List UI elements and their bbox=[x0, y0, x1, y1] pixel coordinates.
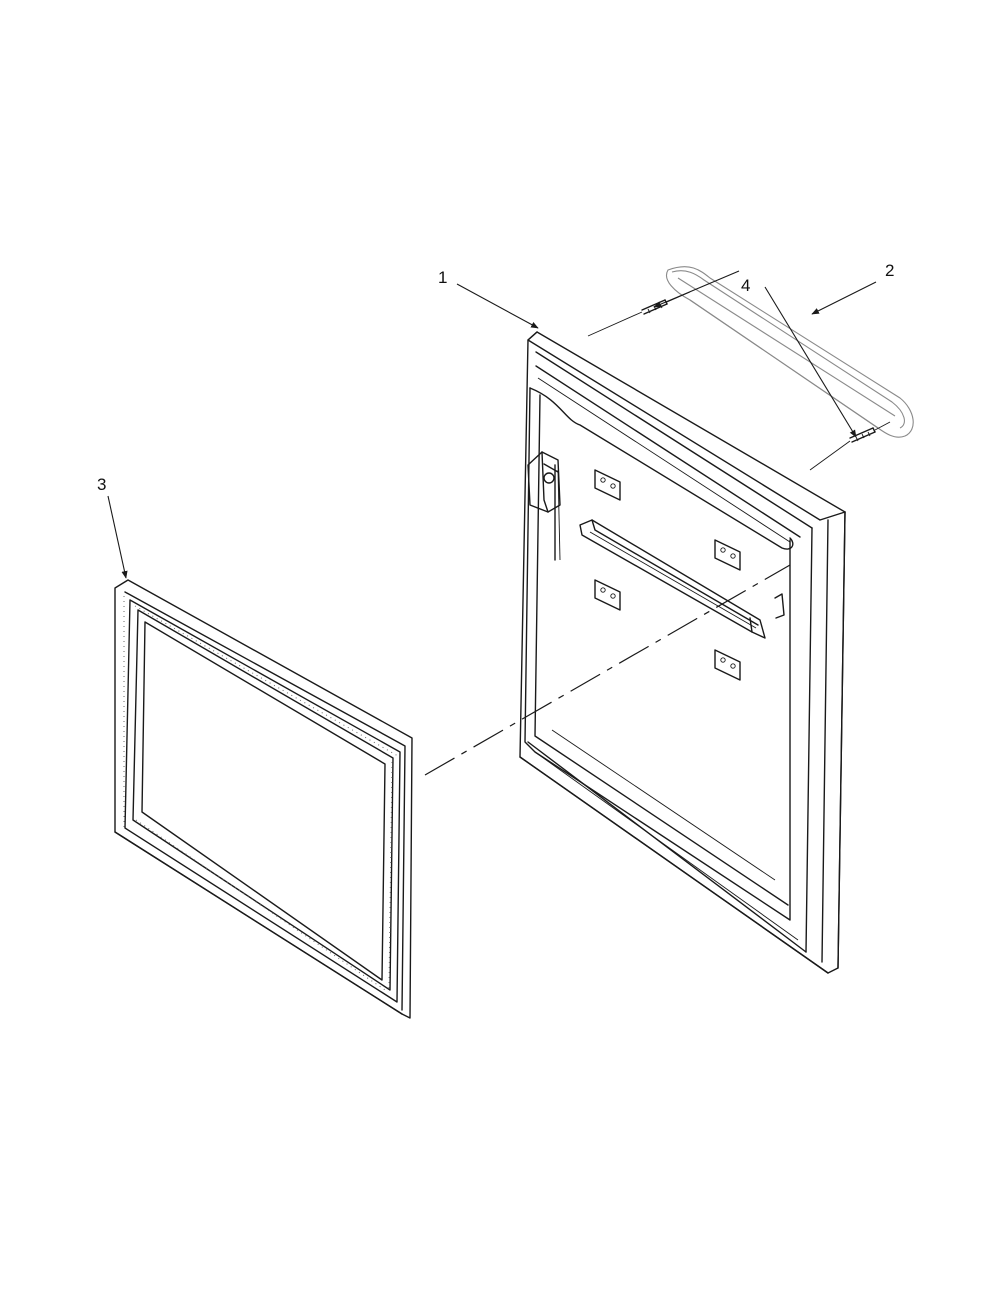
mounting-plate bbox=[714, 539, 741, 571]
leader-door bbox=[456, 283, 539, 329]
door-handle bbox=[666, 266, 914, 438]
leader-screw-lower bbox=[764, 286, 857, 438]
leader-screw-upper bbox=[653, 270, 740, 308]
leader-handle bbox=[811, 281, 877, 315]
callout-screw: 4 bbox=[741, 276, 750, 295]
leader-gasket bbox=[107, 495, 128, 579]
handle-screw bbox=[849, 427, 876, 443]
door-gasket bbox=[114, 579, 413, 1019]
mounting-plate bbox=[594, 469, 621, 501]
callout-handle: 2 bbox=[885, 261, 894, 280]
callout-gasket: 3 bbox=[97, 475, 106, 494]
callout-door: 1 bbox=[438, 268, 447, 287]
assembly-centerline bbox=[424, 564, 791, 776]
mounting-plate bbox=[594, 579, 621, 611]
door-panel bbox=[519, 331, 846, 974]
mounting-plate bbox=[714, 649, 741, 681]
